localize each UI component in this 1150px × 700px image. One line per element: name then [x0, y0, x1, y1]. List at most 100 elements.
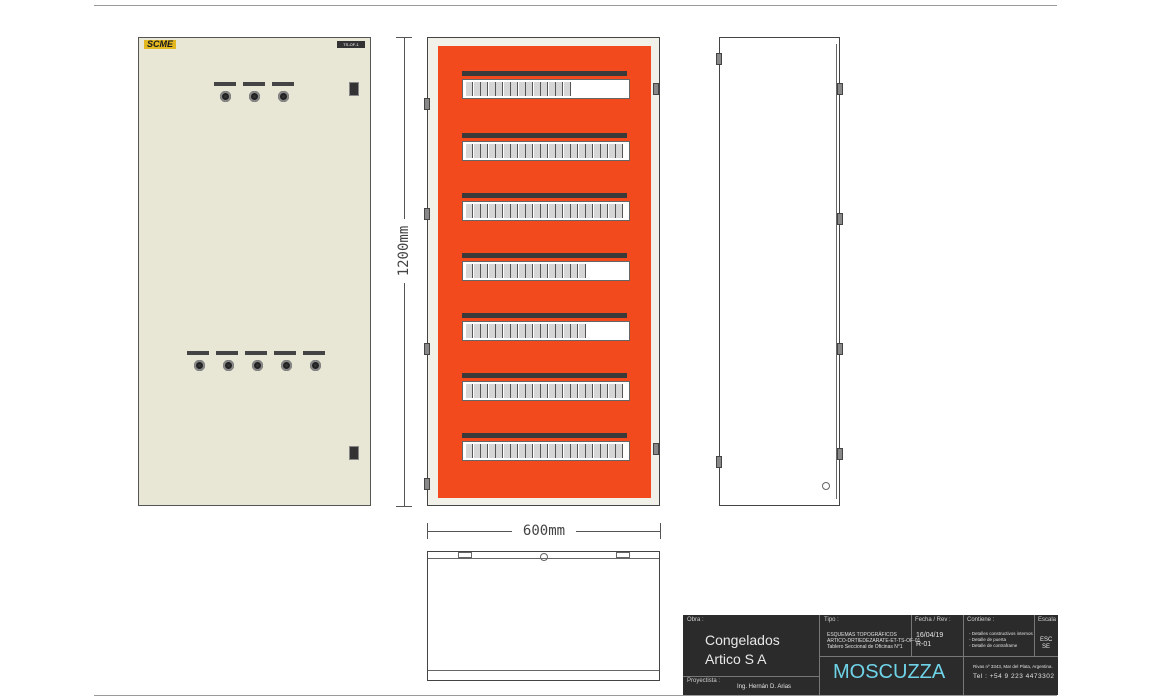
- breaker-icon: [533, 444, 541, 458]
- breaker-icon: [586, 204, 593, 218]
- breaker-icon: [548, 384, 556, 398]
- breaker-icon: [563, 204, 571, 218]
- contiene-line-3: - Detalle de contraframe: [969, 643, 1018, 648]
- pilot-lamp-icon: [194, 360, 205, 371]
- mount-bracket-icon: [837, 448, 843, 460]
- breaker-icon: [473, 82, 481, 96]
- breaker-icon: [556, 264, 563, 278]
- escala-label: Escala: [1038, 617, 1057, 623]
- proyectista-label: Proyectista :: [687, 678, 721, 684]
- lamp-label: [303, 351, 325, 355]
- breaker-icon: [608, 384, 616, 398]
- breaker-icon: [473, 264, 481, 278]
- lamp-label: [274, 351, 296, 355]
- breaker-icon: [571, 204, 578, 218]
- breaker-icon: [473, 384, 481, 398]
- phone: Tel : +54 9 223 4473302: [973, 673, 1055, 680]
- breaker-icon: [526, 144, 533, 158]
- pilot-lamp-icon: [223, 360, 234, 371]
- hinge-icon: [424, 98, 430, 110]
- breaker-icon: [556, 144, 563, 158]
- breaker-icon: [511, 264, 518, 278]
- breaker-icon: [601, 204, 608, 218]
- contiene-line-2: - Detalle de puerta: [969, 637, 1007, 642]
- breaker-icon: [503, 82, 511, 96]
- hinge-icon: [424, 343, 430, 355]
- breaker-icon: [466, 384, 473, 398]
- breaker-icon: [608, 144, 616, 158]
- breaker-icon: [541, 204, 548, 218]
- door-lock-icon: [349, 82, 359, 96]
- dimension-tick: [427, 523, 428, 539]
- lamp-label: [243, 82, 265, 86]
- latch-icon: [653, 443, 659, 455]
- breaker-icon: [608, 444, 616, 458]
- breaker-icon: [511, 324, 518, 338]
- tipo-cell: [820, 615, 912, 657]
- tipo-line-3: Tablero Seccional de Oficinas N°1: [827, 644, 903, 650]
- row-label-strip: [462, 193, 627, 198]
- breaker-icon: [593, 444, 601, 458]
- breaker-icon: [496, 204, 503, 218]
- breaker-icon: [616, 204, 623, 218]
- breaker-icon: [473, 324, 481, 338]
- title-block: Obra : Congelados Artico S A Tipo : ESQU…: [683, 615, 1058, 695]
- foot-icon: [616, 552, 630, 558]
- fecha-label: Fecha / Rev :: [915, 617, 951, 623]
- front-door-view: SCME TS-OF-1: [138, 37, 371, 506]
- breaker-icon: [586, 444, 593, 458]
- bottom-view: [427, 551, 660, 681]
- breaker-icon: [578, 324, 586, 338]
- breaker-icon: [601, 444, 608, 458]
- contiene-line-1: - Detalles constructivos internos: [969, 631, 1033, 636]
- contiene-label: Contiene :: [967, 617, 995, 623]
- row-label-strip: [462, 71, 627, 76]
- obra-value-2: Artico S A: [705, 651, 767, 667]
- tipo-line-1: ESQUEMAS TOPOGRÁFICOS: [827, 632, 897, 638]
- breaker-icon: [488, 444, 496, 458]
- pilot-lamp-icon: [249, 91, 260, 102]
- top-rule: [94, 5, 1057, 6]
- bottom-rule: [94, 695, 1057, 696]
- breaker-icon: [578, 444, 586, 458]
- breaker-icon: [518, 264, 526, 278]
- breaker-icon: [571, 144, 578, 158]
- proyectista-value: Ing. Hernán D. Arias: [737, 684, 792, 690]
- breaker-icon: [503, 384, 511, 398]
- rev-value: R-01: [916, 641, 932, 648]
- breaker-icon: [481, 144, 488, 158]
- dimension-tick: [396, 506, 412, 507]
- breaker-icon: [466, 204, 473, 218]
- din-rail-row: [462, 79, 630, 99]
- breaker-icon: [503, 144, 511, 158]
- breaker-icon: [526, 444, 533, 458]
- breaker-icon: [481, 82, 488, 96]
- breaker-icon: [503, 324, 511, 338]
- breaker-icon: [481, 384, 488, 398]
- breaker-icon: [556, 204, 563, 218]
- breaker-icon: [563, 82, 571, 96]
- breaker-icon: [586, 144, 593, 158]
- breaker-icon: [488, 384, 496, 398]
- breaker-icon: [533, 144, 541, 158]
- fecha-value: 16/04/19: [916, 632, 944, 639]
- obra-cell: [683, 615, 820, 677]
- foot-icon: [458, 552, 472, 558]
- lamp-label: [272, 82, 294, 86]
- breaker-icon: [488, 82, 496, 96]
- breaker-icon: [533, 82, 541, 96]
- breaker-icon: [556, 82, 563, 96]
- tipo-line-2: ARTICO-DRTIEDEZARATE-ET-TS-OF-01: [827, 638, 921, 644]
- breaker-icon: [601, 384, 608, 398]
- brand-logo: SCME: [144, 40, 177, 49]
- escala-cell: [1035, 615, 1058, 657]
- breaker-icon: [571, 444, 578, 458]
- breaker-icon: [488, 144, 496, 158]
- door-tag: TS-OF-1: [337, 41, 365, 48]
- breaker-icon: [518, 384, 526, 398]
- din-rail-row: [462, 261, 630, 281]
- breaker-icon: [578, 384, 586, 398]
- din-rail-row: [462, 441, 630, 461]
- hinge-icon: [424, 208, 430, 220]
- interior-panel-view: [424, 37, 660, 506]
